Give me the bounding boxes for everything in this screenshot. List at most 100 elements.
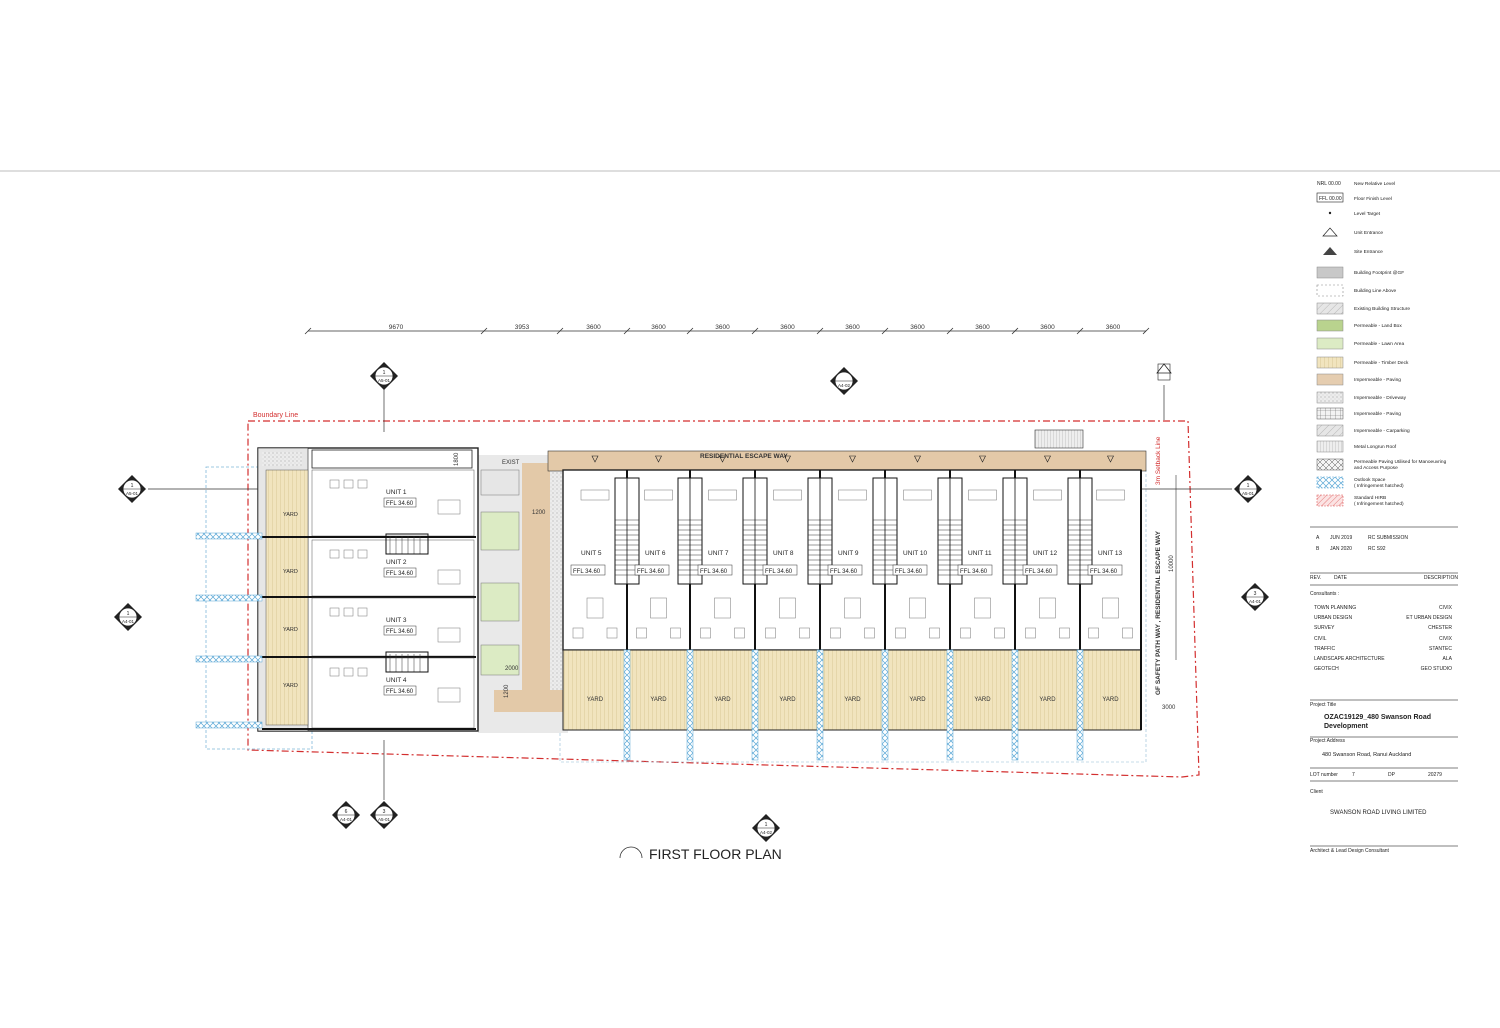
furniture: [343, 607, 354, 617]
section-marker-ref: A5-01: [1242, 491, 1255, 496]
section-marker-number: 1: [127, 611, 130, 617]
impermeable-paving-bottom: [494, 690, 564, 712]
outlook-strip: [623, 649, 631, 761]
unit-entrance-icon: [719, 455, 726, 463]
yard-label: YARD: [974, 697, 991, 703]
section-marker: 1A4-02: [752, 814, 780, 842]
setback-label: 3m Setback Line: [1155, 436, 1162, 485]
legend-item: Metal Longrun Roof: [1316, 440, 1397, 453]
consultant-role: TRAFFIC: [1314, 645, 1336, 652]
dimension-tick: [1076, 327, 1084, 335]
section-marker-ref: A5-01: [378, 817, 391, 822]
legend-symbol-text: NRL 00.00: [1317, 181, 1341, 187]
legend-label-line: ( Infringement hatched): [1354, 501, 1404, 507]
ffl-box: [1087, 564, 1123, 576]
lot-label: LOT number: [1310, 772, 1338, 778]
furniture: [343, 479, 354, 489]
legend-item: Level Target: [1328, 211, 1381, 217]
table: [437, 499, 461, 515]
ffl-box: [383, 567, 417, 578]
legend-swatch: [1316, 337, 1344, 350]
section-marker: 1A5-01: [370, 362, 398, 390]
legend-swatch: [1316, 440, 1344, 453]
table: [437, 569, 461, 585]
lot-number-row: LOT number 7 DP 20279: [1310, 772, 1458, 778]
furniture: [357, 667, 368, 677]
chair: [799, 627, 810, 639]
legend-label: Impermeable - Driveway: [1354, 395, 1407, 401]
legend-swatch: [1316, 476, 1344, 489]
chair: [670, 627, 681, 639]
consultant-role: GEOTECH: [1314, 666, 1339, 673]
unit-ffl: FFL 34.60: [700, 569, 728, 575]
driveway-paving: [546, 470, 564, 712]
table: [437, 627, 461, 643]
consultant-firm: GEO STUDIO: [1420, 666, 1452, 673]
dimension-2000: 2000: [505, 666, 519, 672]
ffl-box: [697, 564, 733, 576]
dimension-tick: [1011, 327, 1019, 335]
bench: [644, 489, 673, 501]
section-marker-ref: A4-02: [760, 830, 773, 835]
legend-label: New Relative Level: [1354, 181, 1395, 187]
chair: [1122, 627, 1133, 639]
ffl-box: [383, 497, 417, 508]
safety-path-label: GF SAFETY PATH WAY , RESIDENTIAL ESCAPE …: [1155, 530, 1162, 695]
yard-label: YARD: [283, 627, 298, 633]
furniture: [357, 549, 368, 559]
revision-desc: RC S92: [1368, 546, 1386, 552]
legend-item: Unit Entrance: [1322, 227, 1383, 237]
section-marker-ref: A4-01: [1249, 599, 1262, 604]
consultant-firm: CIVIX: [1438, 605, 1452, 611]
chair: [1088, 627, 1099, 639]
dimension-label: 3600: [780, 324, 795, 331]
section-marker: 3A5-01: [370, 801, 398, 829]
plan-title-block: FIRST FLOOR PLAN: [619, 846, 782, 862]
unit-entrance-icon: [1107, 455, 1114, 463]
outlook-strip: [1076, 649, 1084, 761]
legend-swatch: [1316, 302, 1344, 315]
consultant-firm: CIVIX: [1438, 635, 1452, 642]
legend-label: Impermeable - Paving: [1354, 377, 1401, 383]
legend-label: Impermeable - Carparking: [1354, 428, 1410, 434]
outlook-strip: [751, 649, 759, 761]
revision-desc: RC SUBMISSION: [1368, 535, 1409, 541]
chair: [895, 627, 906, 639]
outlook-strips: [195, 532, 1084, 761]
yard-label: YARD: [714, 697, 731, 703]
bench: [580, 489, 610, 501]
outlook-strip: [946, 649, 954, 761]
level-marker-box: [1157, 363, 1171, 381]
client-label: Client: [1310, 789, 1323, 795]
dimension-1800: 1800: [454, 452, 460, 466]
dimension-bottom-right: 3000: [1162, 705, 1176, 711]
furniture: [343, 667, 354, 677]
yard-label: YARD: [779, 697, 796, 703]
legend-label: Site Entrance: [1354, 249, 1383, 255]
legend-label: Building Line Above: [1354, 288, 1396, 294]
legend-item: Permeable - Land Box: [1316, 319, 1402, 332]
ffl-box: [570, 564, 606, 576]
section-marker-number: 1: [383, 370, 386, 376]
unit-ffl: FFL 34.60: [765, 569, 793, 575]
legend-label: Permeable Paving Utilised for Manoeuvrin…: [1354, 459, 1447, 471]
revision-header: REV. DATE DESCRIPTION: [1310, 575, 1458, 581]
bench: [903, 489, 932, 501]
existing-stair: [1034, 429, 1084, 449]
stair: [385, 651, 429, 673]
dimension-tick: [623, 327, 631, 335]
stair: [385, 533, 429, 555]
section-marker-number: 6: [345, 809, 348, 815]
unit-ffl: FFL 34.60: [1090, 569, 1118, 575]
dimension-label: 3600: [845, 324, 860, 331]
table: [974, 597, 991, 619]
dimension-tick: [480, 327, 488, 335]
consultant-role: LANDSCAPE ARCHITECTURE: [1314, 656, 1385, 662]
section-marker-ref: A5-01: [126, 491, 139, 496]
